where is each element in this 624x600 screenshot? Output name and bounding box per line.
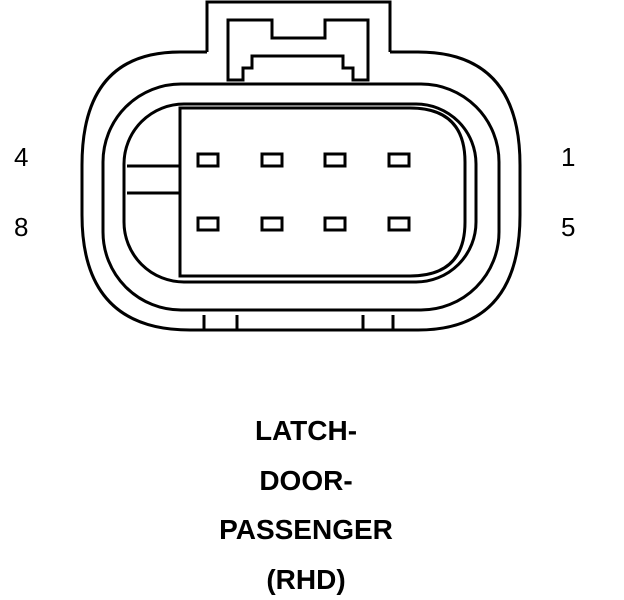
pin-terminal	[196, 152, 220, 168]
pin-terminal	[387, 152, 411, 168]
pin-terminal	[260, 152, 284, 168]
latch-tab	[226, 18, 370, 82]
connector-middle-contour	[101, 82, 501, 312]
caption-line-1: LATCH-	[254, 415, 358, 446]
pin-label-5: 5	[561, 212, 576, 242]
pin-terminal	[323, 216, 347, 232]
pin-terminal	[260, 216, 284, 232]
pin-cavity	[178, 106, 467, 278]
caption-line-3: PASSENGER	[219, 514, 393, 545]
pin-terminal	[387, 216, 411, 232]
pin-label-1: 1	[561, 142, 576, 172]
pin-label-4: 4	[14, 142, 29, 172]
latch-housing	[205, 0, 392, 52]
caption-line-2: DOOR-	[259, 465, 353, 496]
pin-terminal	[196, 216, 220, 232]
connector-inner-contour	[122, 102, 478, 284]
caption-line-4: (RHD)	[266, 564, 346, 595]
pin-label-8: 8	[14, 212, 29, 242]
connector-outer-shell	[80, 50, 522, 332]
pin-terminal	[323, 152, 347, 168]
bottom-tabs	[202, 315, 395, 330]
